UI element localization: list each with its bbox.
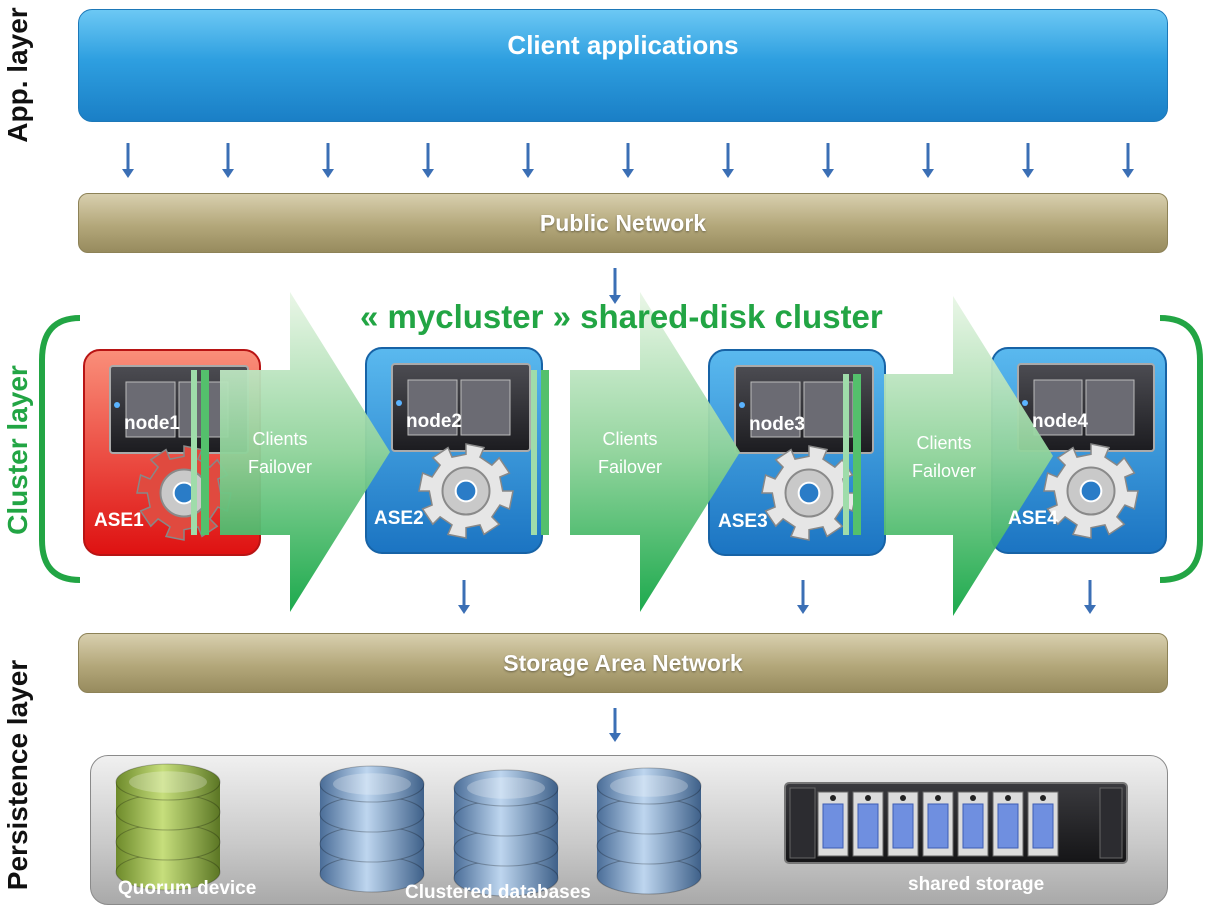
drive-bay (817, 791, 849, 857)
down-arrow-1 (122, 143, 134, 178)
client-applications-bar: Client applications (78, 9, 1168, 122)
server-icon (1017, 363, 1155, 452)
down-arrow-4 (422, 143, 434, 178)
client-applications-label: Client applications (507, 30, 739, 60)
gear-icon (418, 443, 514, 539)
server-icon (109, 365, 249, 454)
down-arrow-11 (1122, 143, 1134, 178)
down-arrow-node4-to-san (1084, 580, 1096, 614)
drive-bay (1027, 791, 1059, 857)
down-arrow-node2-to-san (458, 580, 470, 614)
node1-label: node1 (124, 413, 180, 434)
storage-area-network-label: Storage Area Network (503, 649, 743, 676)
down-arrow-public-to-cluster (609, 268, 621, 304)
drive-bay (992, 791, 1024, 857)
ase3-label: ASE3 (718, 511, 768, 532)
failover-arrow-2 (531, 292, 740, 612)
down-arrow-6 (622, 143, 634, 178)
shared-storage-icon (784, 782, 1128, 864)
failover-label-2: Clients Failover (597, 429, 663, 477)
down-arrow-3 (322, 143, 334, 178)
gear-icon (1043, 443, 1139, 539)
server-icon (734, 365, 874, 454)
ase2-label: ASE2 (374, 508, 424, 529)
database-cylinder-1 (319, 765, 425, 893)
down-arrow-5 (522, 143, 534, 178)
public-network-bar: Public Network (78, 193, 1168, 253)
failover-arrow-1 (191, 292, 390, 612)
down-arrow-9 (922, 143, 934, 178)
cluster-bracket-left (39, 315, 81, 583)
cluster-bracket-right (1159, 315, 1203, 583)
shared-storage-label: shared storage (908, 874, 1045, 895)
drive-bay (957, 791, 989, 857)
down-arrow-7 (722, 143, 734, 178)
drive-bay (852, 791, 884, 857)
down-arrow-node3-to-san (797, 580, 809, 614)
node-4-box (991, 347, 1167, 554)
ase1-label: ASE1 (94, 510, 144, 531)
failover-label-3: Clients Failover (911, 433, 977, 481)
failover-label-1: Clients Failover (247, 429, 313, 477)
down-arrow-san-to-storage (609, 708, 621, 742)
database-cylinder-2 (453, 769, 559, 897)
storage-area-network-bar: Storage Area Network (78, 633, 1168, 693)
node3-label: node3 (749, 414, 805, 435)
database-cylinder-3 (596, 767, 702, 895)
server-icon (391, 363, 531, 452)
cluster-title: « mycluster » shared-disk cluster (360, 298, 883, 335)
node4-label: node4 (1032, 411, 1088, 432)
gear-icon (761, 445, 857, 541)
node-3-box (708, 349, 886, 556)
drive-bay (922, 791, 954, 857)
clustered-database-icons (319, 765, 702, 897)
database-cylinder-green (115, 763, 221, 891)
clustered-databases-label: Clustered databases (405, 882, 591, 903)
down-arrow-8 (822, 143, 834, 178)
client-to-network-arrows (122, 143, 1134, 178)
down-arrow-2 (222, 143, 234, 178)
node-2-box (365, 347, 543, 554)
ase4-label: ASE4 (1008, 508, 1058, 529)
drive-bay (887, 791, 919, 857)
failover-arrow-3 (843, 296, 1053, 616)
down-arrow-10 (1022, 143, 1034, 178)
quorum-device-icon (115, 763, 221, 891)
node2-label: node2 (406, 411, 462, 432)
gear-icon (136, 445, 232, 541)
quorum-device-label: Quorum device (118, 878, 257, 899)
public-network-label: Public Network (539, 209, 707, 236)
